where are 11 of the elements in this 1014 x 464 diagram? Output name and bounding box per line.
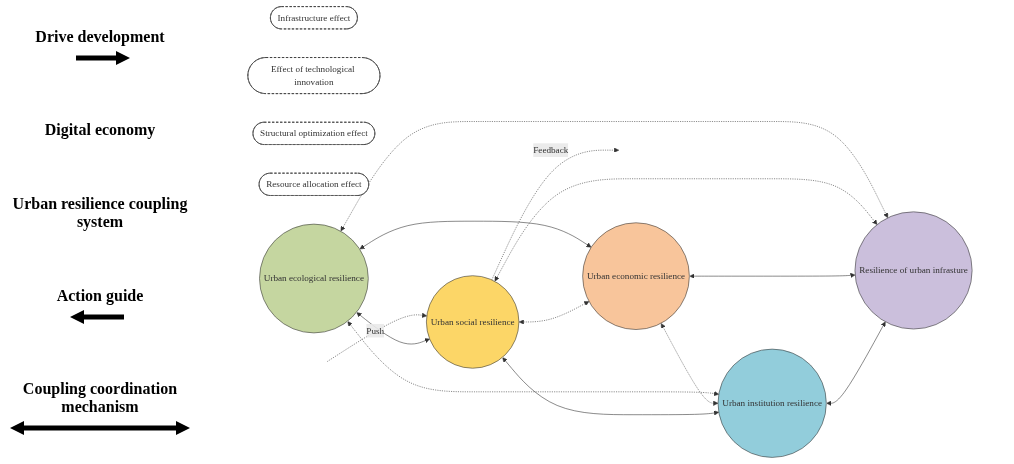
annotation-text: Urban resilience coupling system: [11, 195, 189, 231]
node-circle: Urban social resilience: [426, 275, 520, 369]
edge-label: Push: [366, 325, 385, 336]
annotation-text: Digital economy: [44, 121, 156, 140]
annotation-text: Coupling coordination mechanism: [21, 380, 179, 417]
node-circle: Urban institution resilience: [717, 348, 827, 458]
edge-label: Feedback: [533, 144, 569, 155]
annotation-text: Drive development: [35, 27, 165, 46]
node-circle: Resilience of urban infrasture: [854, 211, 973, 330]
node-circle: Urban economic resilience: [582, 222, 690, 330]
annotation-text: Action guide: [56, 286, 144, 305]
